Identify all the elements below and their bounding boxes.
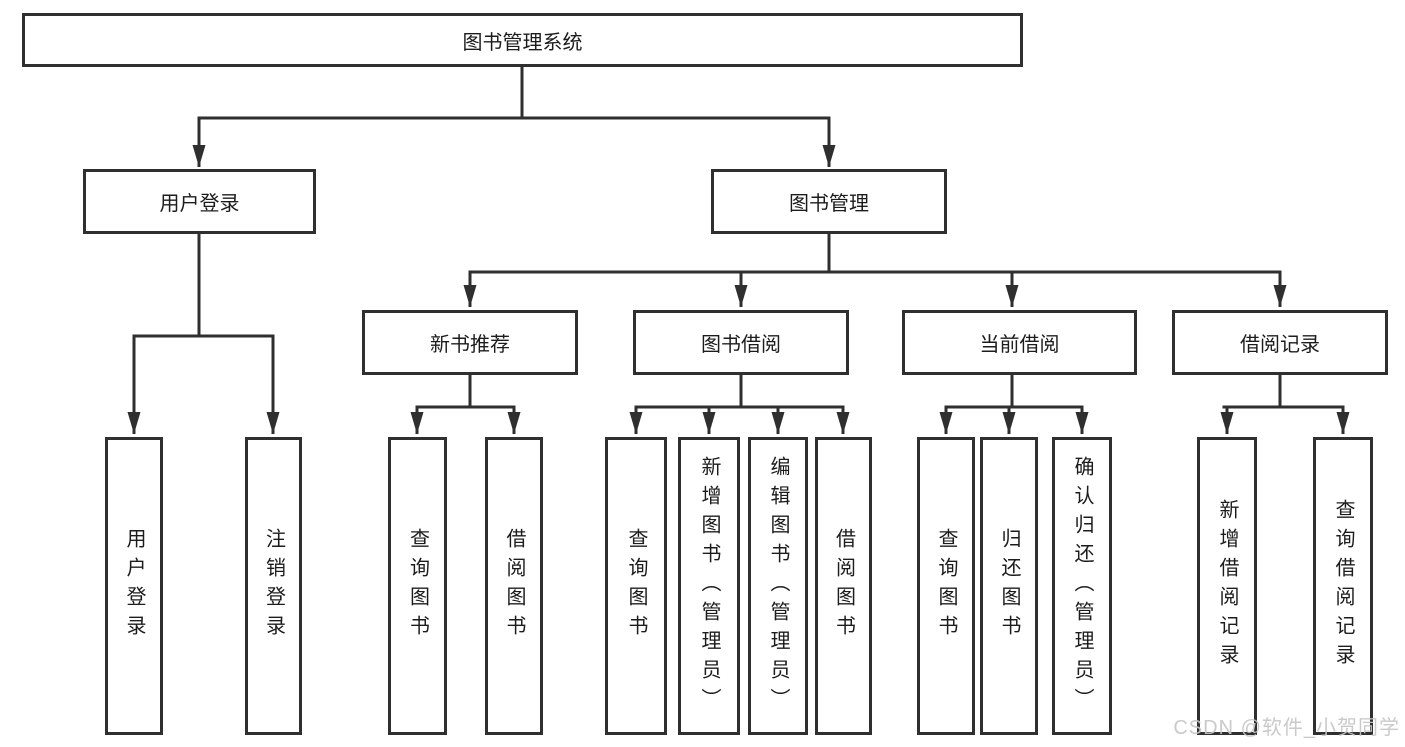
leaf-label: 编辑图书（管理员） — [767, 455, 789, 717]
leaf-nb-borrow-books: 借阅图书 — [485, 437, 543, 735]
leaf-logout: 注销登录 — [245, 437, 302, 735]
leaf-cb-return-books: 归还图书 — [980, 437, 1038, 735]
node-root-library-system: 图书管理系统 — [22, 13, 1023, 67]
leaf-br-add-record: 新增借阅记录 — [1197, 437, 1257, 735]
node-new-book-recommend: 新书推荐 — [362, 310, 578, 375]
node-borrow-records: 借阅记录 — [1172, 310, 1388, 375]
leaf-label: 查询图书 — [935, 528, 957, 644]
leaf-label: 用户登录 — [123, 528, 145, 644]
leaf-label: 查询图书 — [625, 528, 647, 644]
leaf-user-login: 用户登录 — [105, 437, 163, 735]
leaf-label: 新增图书（管理员） — [698, 455, 720, 717]
node-book-borrow: 图书借阅 — [633, 310, 849, 375]
leaf-label: 查询借阅记录 — [1332, 499, 1354, 673]
leaf-label: 借阅图书 — [503, 528, 525, 644]
leaf-bb-query-books: 查询图书 — [605, 437, 667, 735]
leaf-label: 借阅图书 — [832, 528, 855, 644]
leaf-bb-borrow-books: 借阅图书 — [815, 437, 872, 735]
leaf-nb-query-books: 查询图书 — [388, 437, 447, 735]
node-book-management: 图书管理 — [711, 169, 947, 234]
leaf-bb-add-books-admin: 新增图书（管理员） — [678, 437, 740, 735]
leaf-label: 新增借阅记录 — [1216, 499, 1238, 673]
node-user-login: 用户登录 — [83, 169, 316, 234]
leaf-br-query-record: 查询借阅记录 — [1313, 437, 1373, 735]
leaf-cb-confirm-return-admin: 确认归还（管理员） — [1052, 437, 1112, 735]
node-current-borrow: 当前借阅 — [902, 310, 1137, 375]
leaf-bb-edit-books-admin: 编辑图书（管理员） — [748, 437, 808, 735]
leaf-label: 注销登录 — [262, 528, 285, 644]
leaf-label: 确认归还（管理员） — [1071, 455, 1093, 717]
leaf-label: 归还图书 — [998, 528, 1020, 644]
watermark-text: CSDN @软件_小贺同学 — [1173, 717, 1400, 739]
leaf-label: 查询图书 — [406, 528, 429, 644]
leaf-cb-query-books: 查询图书 — [917, 437, 975, 735]
